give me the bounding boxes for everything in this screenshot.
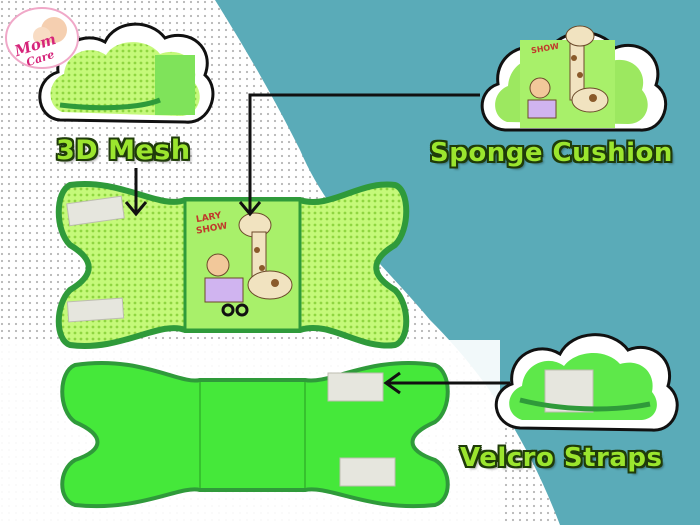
knee-pad-back <box>60 360 450 509</box>
knee-pad-front <box>55 181 410 349</box>
brand-logo: Mom Care <box>2 2 80 72</box>
label-sponge-cushion: Sponge Cushion <box>430 138 673 168</box>
arrow-icon <box>124 93 510 395</box>
label-velcro-straps: Velcro Straps <box>460 443 663 473</box>
cloud-callout-velcro <box>494 333 679 432</box>
cloud-callout-mesh <box>38 22 215 124</box>
logo-badge <box>5 7 79 69</box>
cloud-callout-sponge <box>480 25 667 132</box>
label-3d-mesh: 3D Mesh <box>56 135 191 166</box>
